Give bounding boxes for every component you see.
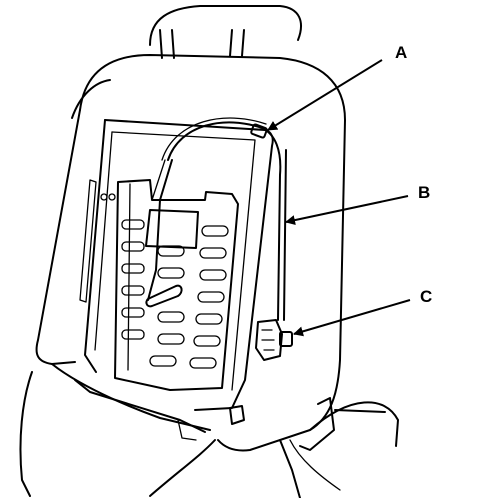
panel-slots xyxy=(121,219,229,369)
seat-cushion xyxy=(19,363,245,497)
connector-c xyxy=(255,319,293,361)
seat-back-shell xyxy=(35,54,346,452)
leader-line-a xyxy=(267,59,383,131)
leader-line-b xyxy=(285,195,409,226)
headrest xyxy=(149,5,302,59)
seat-side xyxy=(279,397,399,498)
lumbar-knob xyxy=(145,284,183,308)
clip-a xyxy=(250,123,268,139)
callout-label-b: B xyxy=(418,183,430,202)
seat-frame xyxy=(79,119,274,411)
callout-b: B xyxy=(285,183,430,226)
leader-line-c xyxy=(293,299,411,337)
callout-label-c: C xyxy=(420,287,432,306)
callout-c: C xyxy=(293,287,432,337)
back-panel xyxy=(114,179,239,391)
callout-label-a: A xyxy=(395,43,407,62)
wire-harness xyxy=(147,117,287,321)
callout-a: A xyxy=(267,43,407,131)
